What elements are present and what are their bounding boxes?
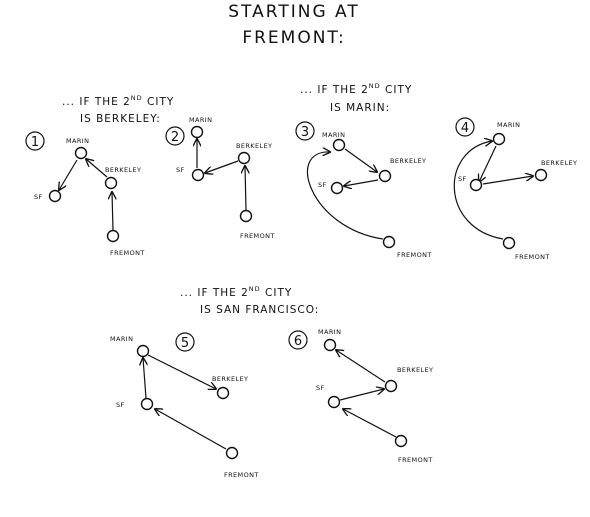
label-sf: SF [316, 384, 325, 392]
route-number-circle-6 [288, 330, 308, 350]
edge-marin-berkeley [147, 354, 216, 389]
node-marin [332, 138, 346, 152]
node-fremont [225, 446, 239, 460]
label-sf: SF [176, 166, 185, 174]
label-sf: SF [458, 175, 467, 183]
edge-fremont-marin [306, 152, 384, 240]
edge-sf-berkeley [482, 176, 533, 185]
route-number-circle-1 [25, 131, 45, 151]
node-fremont [239, 209, 253, 223]
label-fremont: FREMONT [224, 471, 259, 479]
label-marin: MARIN [318, 328, 341, 336]
route-number-5: 5 [181, 336, 189, 351]
route-number-1: 1 [31, 135, 39, 150]
route-number-3: 3 [301, 125, 309, 140]
edge-berkeley-marin [336, 350, 386, 383]
route-number-circle-2 [165, 126, 185, 146]
route-number-2: 2 [171, 130, 179, 145]
section-1-heading-line-1: ... IF THE 2ND CITY [62, 94, 174, 108]
label-fremont: FREMONT [515, 253, 550, 261]
node-fremont [394, 434, 408, 448]
route-diagram-6: 6 MARIN BERKELEY SF FREMONT [288, 328, 433, 464]
node-sf [469, 178, 483, 192]
label-fremont: FREMONT [110, 249, 145, 257]
edge-berkeley-marin [86, 159, 108, 178]
node-marin [190, 125, 204, 139]
label-sf: SF [34, 193, 43, 201]
label-sf: SF [318, 181, 327, 189]
edge-fremont-marin [453, 141, 504, 240]
edge-sf-marin [143, 358, 146, 399]
section-3-heading-line-1: ... IF THE 2ND CITY [180, 285, 292, 299]
title-line-1: STARTING AT [228, 2, 359, 22]
section-1-heading-line-2: IS BERKELEY: [80, 113, 161, 125]
node-sf [48, 189, 62, 203]
edge-marin-sf [59, 159, 78, 190]
node-sf [327, 395, 341, 409]
edge-fremont-berkeley [245, 166, 246, 211]
route-diagram-2: 2 MARIN BERKELEY SF FREMONT [165, 116, 275, 240]
title-line-2: FREMONT: [242, 28, 345, 48]
node-berkeley [534, 168, 548, 182]
node-marin [492, 132, 506, 146]
edge-fremont-sf [343, 409, 397, 438]
node-sf [140, 397, 154, 411]
label-berkeley: BERKELEY [541, 159, 577, 167]
label-marin: MARIN [66, 137, 89, 145]
edge-marin-sf [479, 145, 497, 182]
route-diagram-5: 5 MARIN BERKELEY SF FREMONT [110, 332, 259, 479]
node-fremont [502, 236, 516, 250]
label-marin: MARIN [110, 335, 133, 343]
edge-fremont-sf [155, 409, 227, 450]
label-fremont: FREMONT [240, 232, 275, 240]
label-fremont: FREMONT [398, 456, 433, 464]
node-berkeley [384, 379, 398, 393]
label-marin: MARIN [497, 121, 520, 129]
node-marin [323, 338, 337, 352]
node-fremont [106, 229, 120, 243]
label-sf: SF [116, 401, 125, 409]
node-berkeley [237, 151, 251, 165]
label-berkeley: BERKELEY [397, 366, 433, 374]
route-number-circle-4 [455, 117, 475, 137]
route-number-6: 6 [294, 334, 302, 349]
route-number-circle-3 [295, 121, 315, 141]
label-berkeley: BERKELEY [236, 142, 272, 150]
section-2-heading-line-1: ... IF THE 2ND CITY [300, 82, 412, 96]
section-2-heading-line-2: IS MARIN: [330, 102, 390, 114]
route-number-circle-5 [175, 332, 195, 352]
route-diagram-3: 3 MARIN BERKELEY SF FREMONT [295, 121, 432, 259]
route-diagram-1: 1 MARIN BERKELEY SF FREMONT [25, 131, 145, 257]
label-berkeley: BERKELEY [105, 166, 141, 174]
node-berkeley [216, 386, 230, 400]
label-berkeley: BERKELEY [212, 375, 248, 383]
label-fremont: FREMONT [397, 251, 432, 259]
node-sf [330, 181, 344, 195]
node-berkeley [104, 176, 118, 190]
edge-berkeley-sf [344, 179, 379, 186]
label-marin: MARIN [189, 116, 212, 124]
route-diagram-4: 4 MARIN BERKELEY SF FREMONT [453, 117, 577, 261]
edge-marin-berkeley [344, 148, 377, 172]
edge-berkeley-sf [205, 160, 239, 173]
section-3-heading-line-2: IS SAN FRANCISCO: [200, 304, 319, 316]
node-marin [74, 146, 88, 160]
label-marin: MARIN [322, 131, 345, 139]
route-number-4: 4 [461, 121, 469, 136]
node-sf [191, 168, 205, 182]
node-marin [136, 344, 150, 358]
edge-sf-berkeley [339, 389, 384, 401]
label-berkeley: BERKELEY [390, 157, 426, 165]
node-berkeley [378, 169, 392, 183]
node-fremont [382, 235, 396, 249]
edge-fremont-berkeley [112, 192, 113, 231]
